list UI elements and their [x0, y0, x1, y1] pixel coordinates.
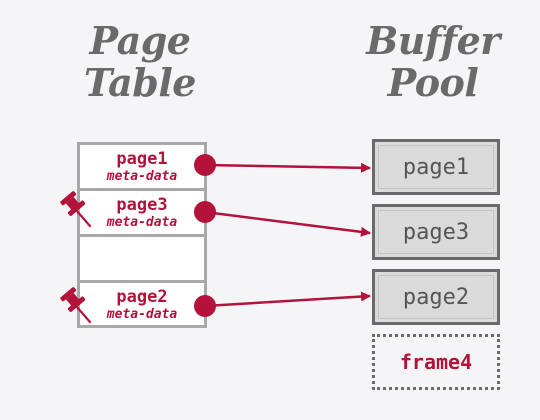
pin-icon — [60, 287, 92, 324]
buffer-pool-heading: Buffer Pool — [338, 20, 528, 104]
entry-page-name: page2 — [116, 287, 168, 307]
frame-label: page3 — [402, 219, 470, 245]
arrow-page1 — [204, 162, 371, 173]
pointer-dot — [194, 295, 216, 317]
frame-label: page2 — [402, 284, 470, 310]
entry-meta-data: meta-data — [106, 215, 178, 230]
page-table — [77, 142, 207, 328]
frame-label: page1 — [402, 154, 470, 180]
page-table-heading: Page Table — [60, 20, 220, 104]
page-table-divider — [80, 188, 204, 191]
entry-meta-data: meta-data — [106, 307, 178, 322]
buffer-pool-heading-line2: Pool — [387, 60, 479, 105]
buffer-frame-page3: page3 — [372, 204, 500, 260]
page-table-divider — [80, 234, 204, 237]
buffer-frame-page1: page1 — [372, 139, 500, 195]
arrow-page2 — [204, 291, 371, 308]
buffer-pool-heading-line1: Buffer — [366, 18, 500, 63]
entry-page-name: page3 — [116, 195, 168, 215]
page-table-entry-page2: page2 meta-data — [77, 287, 207, 322]
pointer-dot — [194, 201, 216, 223]
page-table-heading-line2: Table — [84, 60, 196, 105]
page-table-divider — [80, 280, 204, 283]
page-table-heading-line1: Page — [89, 18, 191, 63]
entry-meta-data: meta-data — [106, 169, 178, 184]
arrow-page3 — [204, 210, 371, 237]
page-table-entry-page1: page1 meta-data — [77, 149, 207, 184]
pin-icon — [60, 191, 92, 228]
entry-page-name: page1 — [116, 149, 168, 169]
buffer-frame-page2: page2 — [372, 269, 500, 325]
buffer-frame-free: frame4 — [372, 334, 500, 390]
page-table-entry-page3: page3 meta-data — [77, 195, 207, 230]
pointer-dot — [194, 154, 216, 176]
free-frame-label: frame4 — [399, 350, 473, 374]
